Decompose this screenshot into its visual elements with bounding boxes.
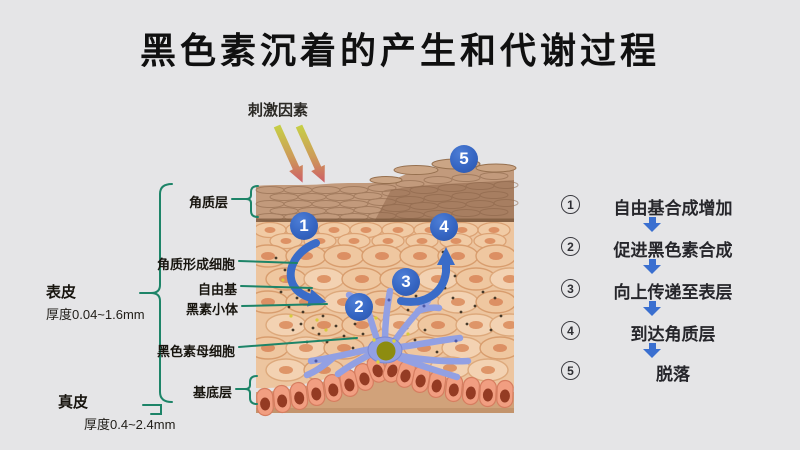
connector-lines [139,183,358,415]
step-number-3: 3 [561,279,580,298]
process-list: 1 自由基合成增加 2 促进黑色素合成 3 向上传递至表层 4 到达角质层 5 … [552,186,772,396]
marker-1: 1 [290,212,318,240]
label-dermis: 真皮 [58,394,89,411]
process-step-4: 4 到达角质层 [552,320,772,344]
process-step-2: 2 促进黑色素合成 [552,236,772,260]
stimulus-label: 刺激因素 [248,102,309,119]
label-epidermis: 表皮 [46,284,77,301]
down-arrow-icon [643,301,661,316]
step-text-3: 向上传递至表层 [613,283,733,302]
label-basal-layer: 基底层 [192,385,232,400]
process-step-1: 1 自由基合成增加 [552,194,772,218]
down-arrow-icon [643,343,661,358]
label-stratum-corneum: 角质层 [188,195,228,210]
step-number-4: 4 [561,321,580,340]
label-keratinocyte: 角质形成细胞 [156,257,235,272]
label-melanocyte: 黑色素母细胞 [156,344,235,359]
marker-5: 5 [450,145,478,173]
page-title: 黑色素沉着的产生和代谢过程 [139,30,660,71]
down-arrow-icon [643,259,661,274]
down-arrow-icon [643,217,661,232]
process-step-5: 5 脱落 [552,360,772,384]
step-number-2: 2 [561,237,580,256]
transfer-arrows [286,239,455,307]
step-text-4: 到达角质层 [630,325,716,344]
epidermis-thickness: 厚度0.04~1.6mm [46,307,145,322]
label-melanosome: 黑素小体 [185,302,238,317]
step-text-5: 脱落 [656,365,690,384]
stratum-corneum-layer [255,158,519,222]
process-step-3: 3 向上传递至表层 [552,278,772,302]
dermis-thickness: 厚度0.4~2.4mm [84,417,176,432]
stimulus-arrows [273,124,325,183]
step-text-1: 自由基合成增加 [613,199,733,218]
step-number-5: 5 [561,361,580,380]
label-free-radical: 自由基 [197,282,237,297]
step-number-1: 1 [561,195,580,214]
marker-3: 3 [392,268,420,296]
step-text-2: 促进黑色素合成 [613,241,733,260]
marker-4: 4 [430,213,458,241]
marker-2: 2 [345,293,373,321]
